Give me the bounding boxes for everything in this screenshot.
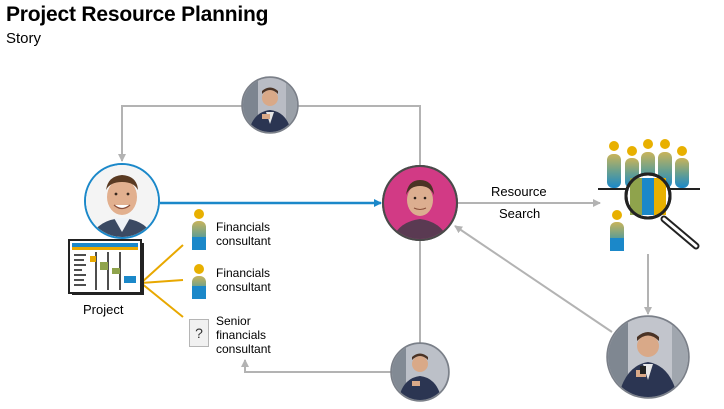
candidate-label-line: financials xyxy=(216,328,267,342)
connector-bottom-loop xyxy=(241,239,421,373)
candidate-label-line: consultant xyxy=(216,234,271,248)
pool-person xyxy=(675,146,689,188)
project-label: Project xyxy=(83,302,124,317)
candidate-person-icon xyxy=(192,264,206,299)
candidate-label-line: Senior xyxy=(216,314,251,328)
candidate-label-line: Financials xyxy=(216,220,271,234)
pool-person xyxy=(610,210,624,251)
candidate-label-1: Financials consultant xyxy=(216,220,271,248)
consultant-avatar-bottom xyxy=(390,342,450,402)
pool-person xyxy=(607,141,621,188)
return-diagonal-arrow xyxy=(454,225,613,333)
unknown-candidate-icon: ? xyxy=(189,319,209,347)
magnifier-icon xyxy=(624,172,700,250)
connector-top-loop xyxy=(118,105,421,167)
page-subtitle: Story xyxy=(6,30,42,47)
candidate-label-line: consultant xyxy=(216,342,271,356)
resource-manager-avatar xyxy=(382,165,458,241)
candidate-tree xyxy=(140,244,184,318)
resource-search-label-line2: Search xyxy=(499,206,541,221)
candidate-label-3: Senior financials consultant xyxy=(216,314,271,356)
project-gantt-icon xyxy=(68,239,144,295)
consultant-avatar-right xyxy=(606,315,690,399)
candidate-person-icon xyxy=(192,209,206,250)
project-manager-avatar xyxy=(84,163,160,239)
candidate-label-line: consultant xyxy=(216,280,271,294)
candidate-label-2: Financials consultant xyxy=(216,266,271,294)
page-title: Project Resource Planning xyxy=(6,3,269,26)
manager-avatar-top xyxy=(241,76,299,134)
resource-search-label-line1: Resource xyxy=(491,184,547,199)
candidate-label-line: Financials xyxy=(216,266,271,280)
